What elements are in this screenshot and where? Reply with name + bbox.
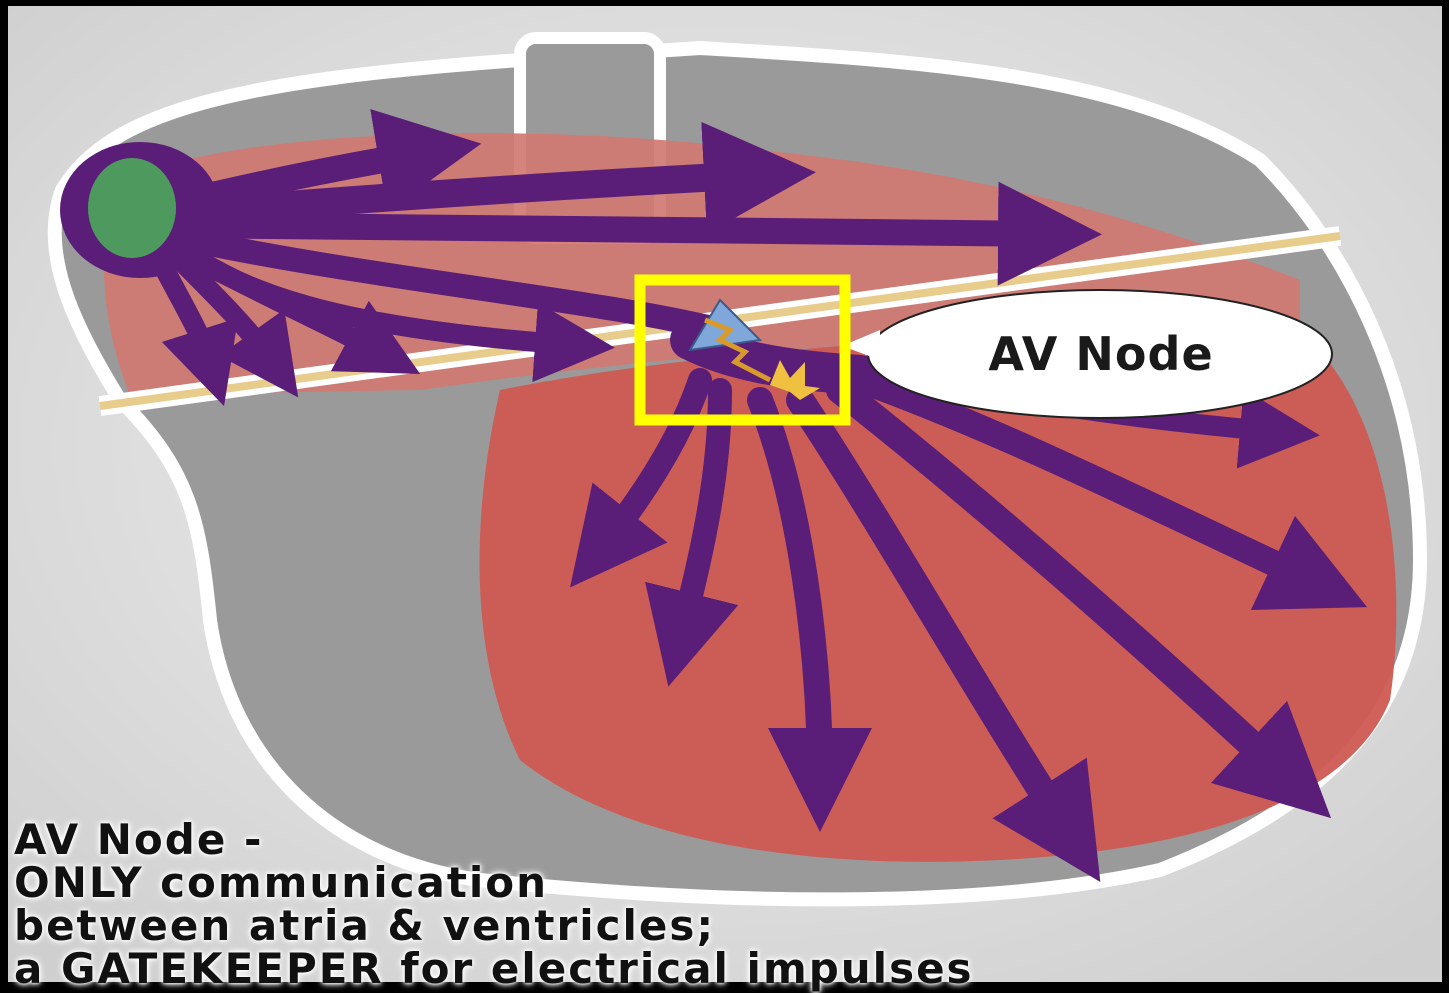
callout-bubble — [868, 290, 1332, 418]
caption-line-3: between atria & ventricles; — [14, 904, 1444, 947]
caption-line-1: AV Node - — [14, 818, 1444, 861]
sa-node-icon — [88, 158, 176, 258]
caption: AV Node - ONLY communication between atr… — [14, 818, 1444, 990]
caption-line-4: a GATEKEEPER for electrical impulses — [14, 947, 1444, 990]
caption-line-2: ONLY communication — [14, 861, 1444, 904]
